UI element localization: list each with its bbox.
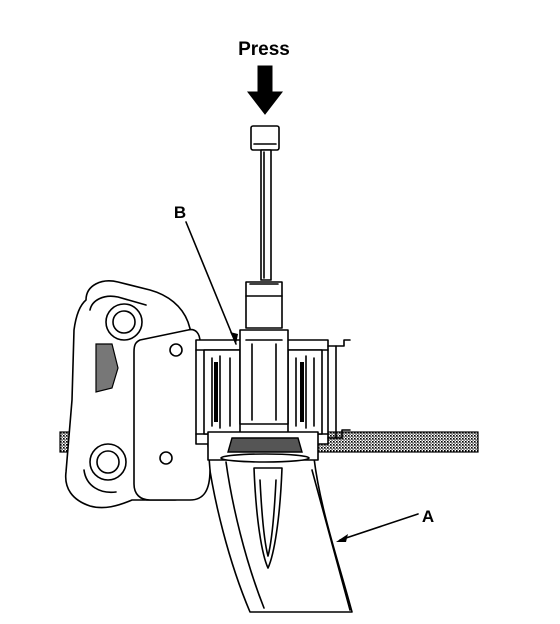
- label-press: Press: [238, 39, 290, 60]
- leader-line-b: [185, 221, 237, 345]
- label-a: A: [422, 507, 434, 526]
- leader-line-a: [339, 513, 419, 541]
- knuckle-arm-a: [207, 457, 353, 613]
- caliper-bracket: [64, 280, 211, 509]
- leader-arrowhead-b: [230, 332, 238, 344]
- label-b: B: [174, 203, 186, 222]
- leader-arrowhead-a: [336, 534, 348, 542]
- press-arrow: [246, 65, 284, 115]
- press-tool: [207, 125, 319, 463]
